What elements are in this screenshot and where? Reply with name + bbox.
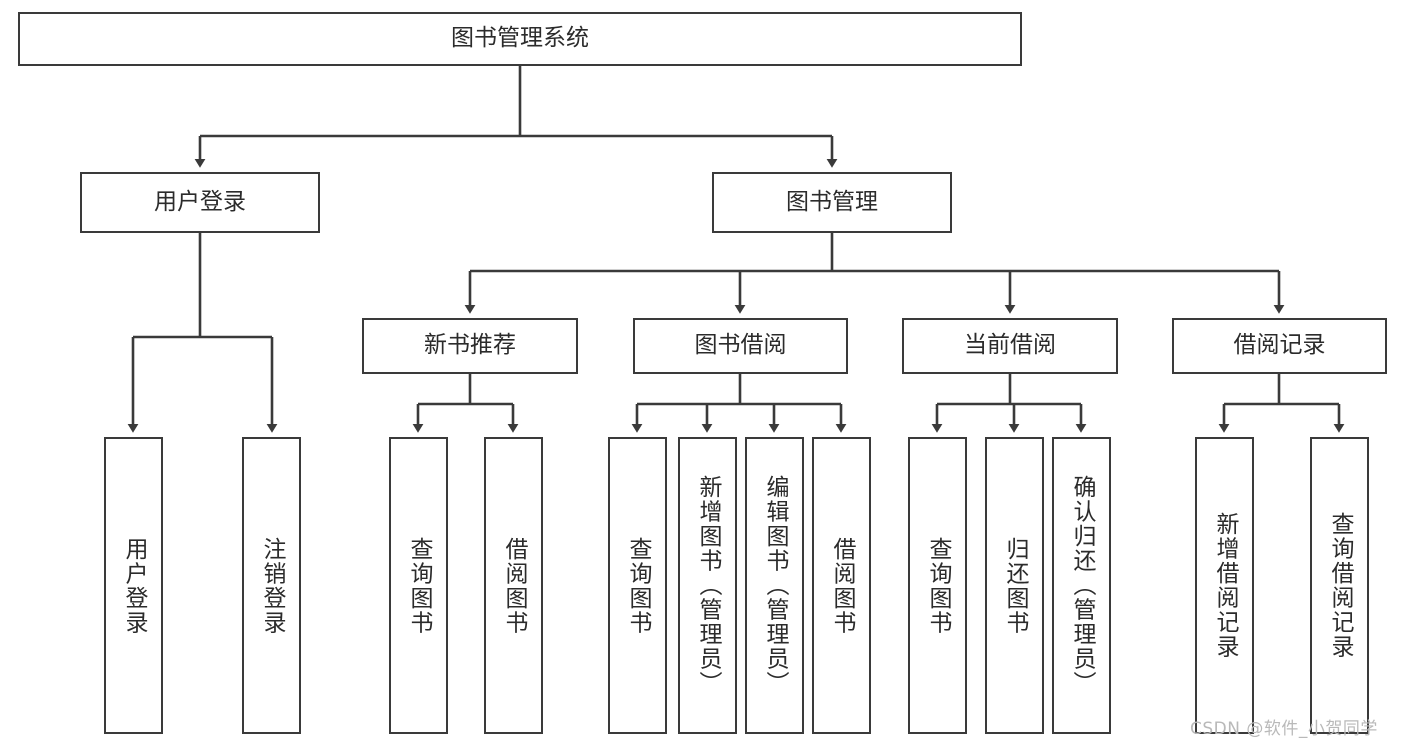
leaf-add-borrow-record[interactable]: 新增借阅记录: [1195, 437, 1254, 734]
leaf-user-login[interactable]: 用户登录: [104, 437, 163, 734]
leaf-return-book[interactable]: 归还图书: [985, 437, 1044, 734]
node-book-borrow[interactable]: 图书借阅: [633, 318, 848, 374]
node-book-management[interactable]: 图书管理: [712, 172, 952, 233]
leaf-logout-login-label: 注销登录: [259, 536, 285, 635]
leaf-borrow-book-1-label: 借阅图书: [501, 536, 527, 635]
leaf-user-login-label: 用户登录: [121, 536, 147, 635]
leaf-confirm-return[interactable]: 确认归还（管理员）: [1052, 437, 1111, 734]
leaf-query-book-3-label: 查询图书: [925, 536, 951, 635]
leaf-borrow-book-2[interactable]: 借阅图书: [812, 437, 871, 734]
leaf-query-book-1-label: 查询图书: [406, 536, 432, 635]
leaf-query-book-2[interactable]: 查询图书: [608, 437, 667, 734]
leaf-add-book[interactable]: 新增图书（管理员）: [678, 437, 737, 734]
node-borrow-record[interactable]: 借阅记录: [1172, 318, 1387, 374]
leaf-borrow-book-2-label: 借阅图书: [829, 536, 855, 635]
node-user-login-label: 用户登录: [154, 188, 246, 215]
node-root-system-label: 图书管理系统: [451, 25, 589, 52]
leaf-confirm-return-label: 确认归还（管理员）: [1069, 475, 1095, 696]
node-current-borrow-label: 当前借阅: [964, 332, 1056, 359]
leaf-query-book-3[interactable]: 查询图书: [908, 437, 967, 734]
node-book-management-label: 图书管理: [786, 188, 878, 215]
leaf-query-book-1[interactable]: 查询图书: [389, 437, 448, 734]
leaf-return-book-label: 归还图书: [1002, 536, 1028, 635]
csdn-watermark: CSDN @软件_小贺同学: [1190, 719, 1378, 739]
leaf-add-borrow-record-label: 新增借阅记录: [1212, 512, 1238, 659]
node-borrow-record-label: 借阅记录: [1233, 332, 1326, 359]
leaf-edit-book[interactable]: 编辑图书（管理员）: [745, 437, 804, 734]
node-new-book-recommend[interactable]: 新书推荐: [362, 318, 578, 374]
node-root-system[interactable]: 图书管理系统: [18, 12, 1022, 66]
node-user-login[interactable]: 用户登录: [80, 172, 320, 233]
leaf-query-book-2-label: 查询图书: [625, 536, 651, 635]
leaf-borrow-book-1[interactable]: 借阅图书: [484, 437, 543, 734]
leaf-query-borrow-record-label: 查询借阅记录: [1327, 512, 1353, 659]
node-current-borrow[interactable]: 当前借阅: [902, 318, 1118, 374]
leaf-query-borrow-record[interactable]: 查询借阅记录: [1310, 437, 1369, 734]
leaf-logout-login[interactable]: 注销登录: [242, 437, 301, 734]
node-book-borrow-label: 图书借阅: [694, 332, 787, 359]
node-new-book-recommend-label: 新书推荐: [424, 332, 516, 359]
leaf-edit-book-label: 编辑图书（管理员）: [762, 475, 788, 696]
leaf-add-book-label: 新增图书（管理员）: [695, 475, 721, 696]
